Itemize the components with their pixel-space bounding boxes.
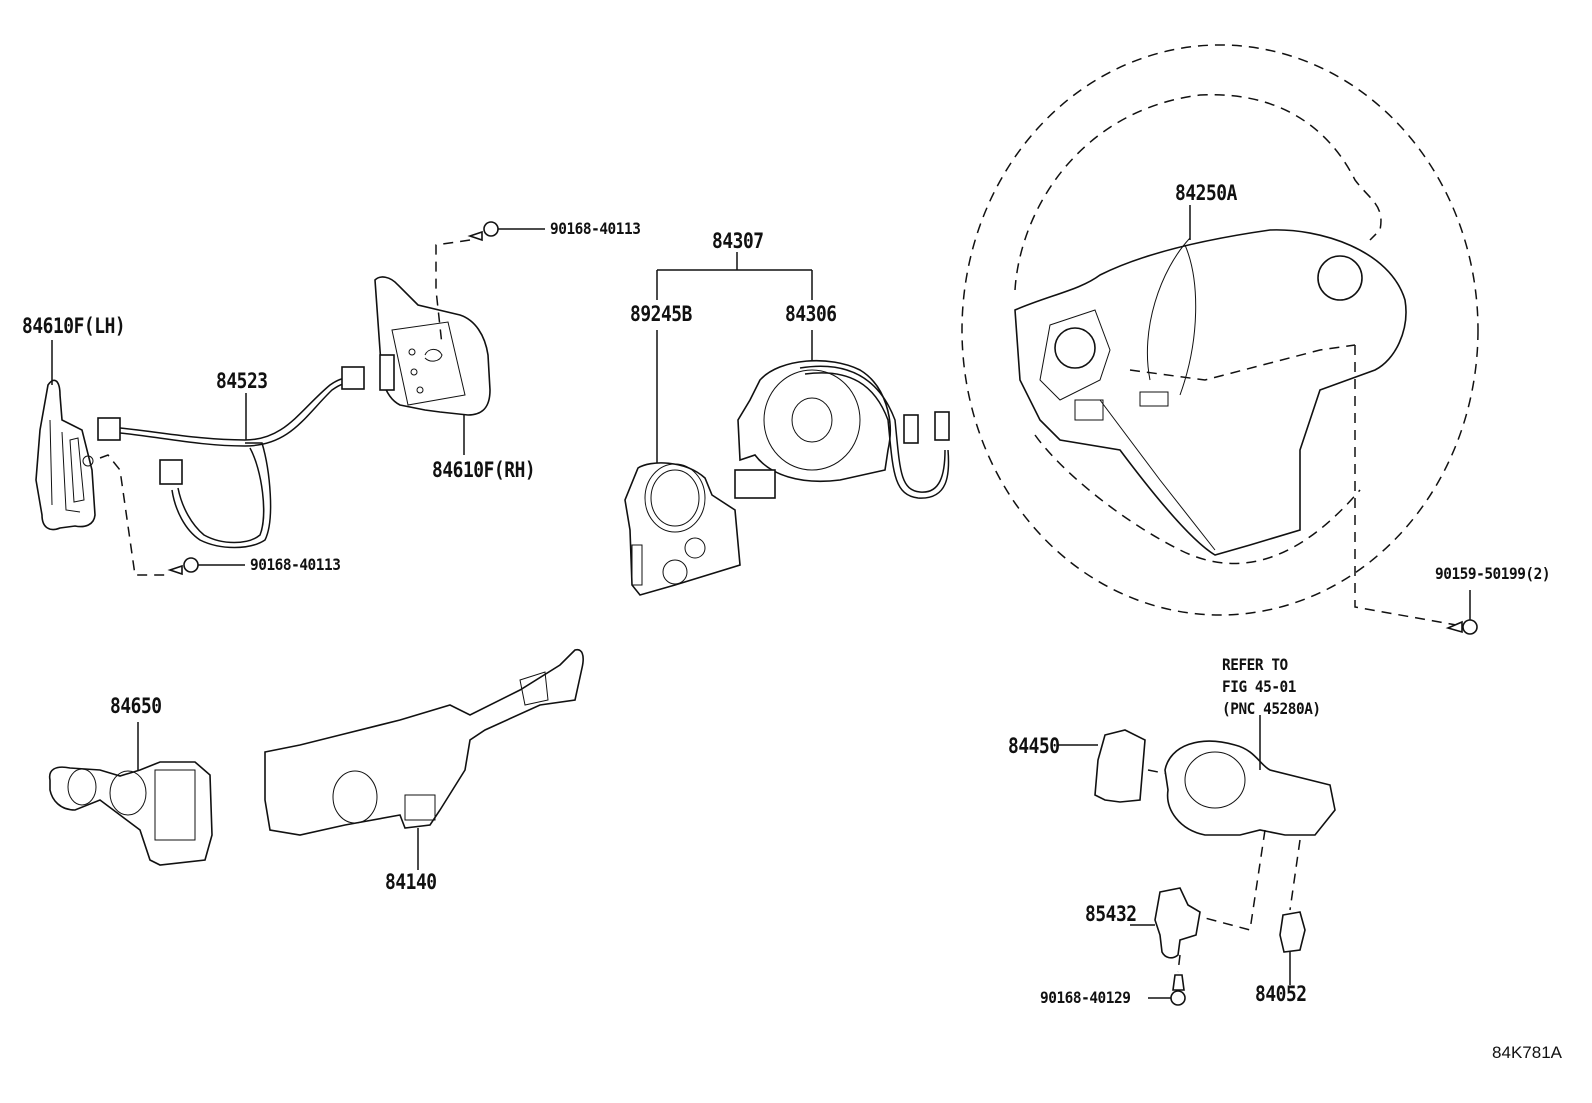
ignition-group-drawing — [1058, 715, 1336, 931]
switch-rh-drawing — [374, 276, 491, 455]
reference-note-line1: REFER TO — [1222, 655, 1288, 674]
screw-lower-drawing — [99, 454, 245, 576]
figure-code: 84K781A — [1492, 1043, 1562, 1062]
harness-drawing — [97, 366, 365, 549]
label-switch-lh: 84610F(LH) — [22, 314, 126, 338]
label-turn-switch: 84140 — [385, 870, 437, 894]
label-ignition-switch: 84450 — [1008, 734, 1060, 758]
label-solenoid: 85432 — [1085, 902, 1137, 926]
label-spiral-sub-assy: 84307 — [712, 229, 764, 253]
spiral-cable-84306-drawing — [734, 359, 950, 499]
reference-note-line2: FIG 45-01 — [1222, 677, 1296, 696]
label-steering-sensor: 89245B — [630, 302, 692, 326]
screw-wheel-drawing — [1354, 345, 1478, 635]
label-screw-wheel: 90159-50199(2) — [1435, 564, 1551, 583]
reference-note-line3: (PNC 45280A) — [1222, 699, 1321, 718]
bracket-84307 — [656, 252, 813, 463]
steering-wheel-drawing — [961, 44, 1479, 616]
label-screw-lower: 90168-40113 — [250, 555, 341, 574]
screw-solenoid-drawing — [1148, 974, 1186, 1006]
label-screw-upper: 90168-40113 — [550, 219, 641, 238]
switch-lh-drawing — [35, 340, 96, 531]
unlock-switch-drawing — [1279, 911, 1306, 985]
label-harness: 84523 — [216, 369, 268, 393]
solenoid-drawing — [1130, 887, 1201, 973]
label-unlock-switch: 84052 — [1255, 982, 1307, 1006]
label-screw-solenoid: 90168-40129 — [1040, 988, 1131, 1007]
sensor-89245b-drawing — [624, 462, 741, 596]
label-steering-wheel-switch: 84250A — [1175, 181, 1237, 205]
label-wiper-switch: 84650 — [110, 694, 162, 718]
wiper-switch-drawing — [48, 722, 213, 866]
turn-switch-drawing — [264, 648, 584, 870]
screw-upper-drawing — [435, 221, 545, 346]
label-spiral-cable: 84306 — [785, 302, 837, 326]
label-switch-rh: 84610F(RH) — [432, 458, 536, 482]
reference-note: REFER TO FIG 45-01 (PNC 45280A) — [1222, 654, 1321, 720]
